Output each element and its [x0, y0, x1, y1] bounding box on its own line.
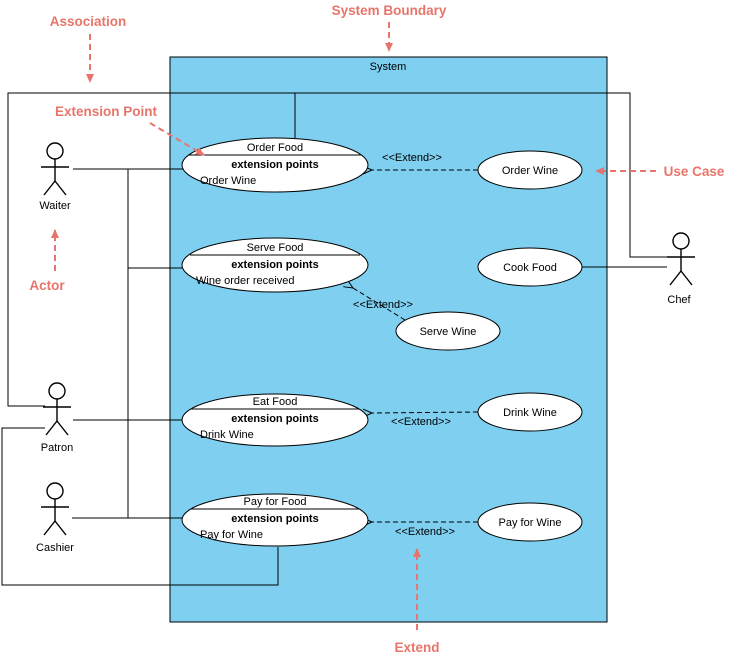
use-case-drink-wine: Drink Wine — [477, 392, 583, 432]
use-case-ellipse — [181, 393, 369, 447]
use-case-order-wine: Order Wine — [477, 150, 583, 190]
actor-waiter: Waiter — [39, 142, 71, 212]
use-case-ellipse — [395, 311, 501, 351]
actor-patron: Patron — [41, 382, 73, 454]
actor-leg — [54, 180, 67, 196]
association-chef-order-food — [295, 92, 667, 258]
actor-leg — [43, 180, 56, 196]
use-case-ellipse — [181, 237, 369, 293]
extend-stereotype-label: <<Extend>> — [353, 299, 413, 311]
use-case-eat-food: Eat Food extension points Drink Wine — [181, 393, 369, 447]
use-case-ellipse — [181, 137, 369, 193]
actor-chef: Chef — [667, 232, 695, 306]
system-boundary-label: System — [370, 61, 407, 73]
use-case-title: Cook Food — [503, 262, 557, 274]
actor-leg — [54, 520, 67, 536]
actor-head-icon — [48, 382, 66, 400]
use-case-serve-food: Serve Food extension points Wine order r… — [181, 237, 369, 293]
annotation-actor: Actor — [29, 278, 65, 293]
annotation-association: Association — [50, 14, 127, 29]
annotation-extension-point: Extension Point — [55, 104, 158, 119]
use-case-ellipse — [181, 493, 369, 547]
use-case-title: Serve Food — [247, 242, 304, 254]
association-patron-order-food — [7, 92, 296, 407]
use-case-title: Pay for Wine — [499, 517, 562, 529]
use-case-cook-food: Cook Food — [477, 247, 583, 287]
use-case-title: Eat Food — [253, 396, 298, 408]
actor-leg — [45, 420, 58, 436]
extend-drink-wine-to-eat-food — [372, 412, 479, 413]
use-case-title: Pay for Food — [244, 496, 307, 508]
use-case-title: Order Wine — [502, 165, 558, 177]
use-case-ellipse — [477, 150, 583, 190]
extension-points-header: extension points — [231, 259, 318, 271]
actor-label: Cashier — [36, 542, 74, 554]
association-patron-pay-for-food — [1, 427, 279, 586]
annotation-use-case: Use Case — [664, 164, 725, 179]
use-case-title: Drink Wine — [503, 407, 557, 419]
actor-head-icon — [46, 142, 64, 160]
extension-points-header: extension points — [231, 513, 318, 525]
use-case-ellipse — [477, 392, 583, 432]
extend-stereotype-label: <<Extend>> — [391, 416, 451, 428]
extend-stereotype-label: <<Extend>> — [382, 152, 442, 164]
extension-points-header: extension points — [231, 159, 318, 171]
extend-relationships: <<Extend>> <<Extend>> <<Extend>> <<Exten… — [353, 152, 479, 538]
actor-cashier: Cashier — [36, 482, 74, 554]
use-case-serve-wine: Serve Wine — [395, 311, 501, 351]
use-case-pay-for-wine: Pay for Wine — [477, 502, 583, 542]
actor-leg — [669, 270, 682, 286]
actor-leg — [680, 270, 693, 286]
association-lines — [1, 92, 667, 586]
extension-point-value: Order Wine — [200, 175, 256, 187]
actor-label: Patron — [41, 442, 73, 454]
extend-serve-wine-to-serve-food — [353, 288, 406, 321]
actor-leg — [43, 520, 56, 536]
extension-point-value: Drink Wine — [200, 429, 254, 441]
extend-stereotype-label: <<Extend>> — [395, 526, 455, 538]
extension-point-value: Wine order received — [196, 275, 294, 287]
actor-label: Chef — [667, 294, 691, 306]
use-case-pay-for-food: Pay for Food extension points Pay for Wi… — [181, 493, 369, 547]
use-case-title: Order Food — [247, 142, 303, 154]
annotation-extend: Extend — [394, 640, 439, 655]
use-case-ellipse — [477, 247, 583, 287]
use-case-order-food: Order Food extension points Order Wine — [181, 137, 369, 193]
actor-label: Waiter — [39, 200, 71, 212]
extension-points-header: extension points — [231, 413, 318, 425]
annotation-system-boundary: System Boundary — [332, 3, 447, 18]
callout-annotations: Association System Boundary Extension Po… — [29, 3, 725, 655]
extension-point-value: Pay for Wine — [200, 529, 263, 541]
annotation-extension-point-arrow — [149, 122, 205, 156]
actor-head-icon — [46, 482, 64, 500]
use-case-title: Serve Wine — [420, 326, 477, 338]
actor-leg — [56, 420, 69, 436]
use-case-ellipse — [477, 502, 583, 542]
actor-head-icon — [672, 232, 690, 250]
